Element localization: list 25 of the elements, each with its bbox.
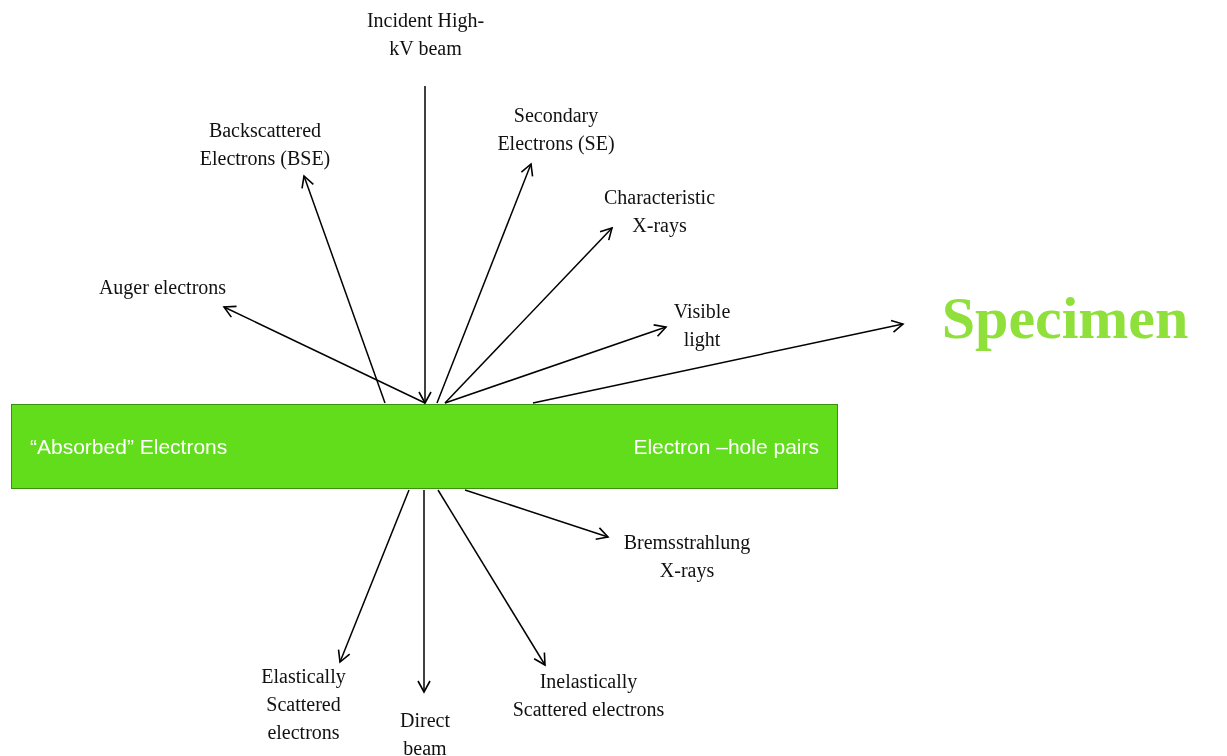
signal-label: Auger electrons [80,273,245,301]
signal-label: Characteristic X-rays [597,183,722,239]
arrow [444,324,667,404]
arrow [301,175,386,404]
arrow [464,489,609,541]
signal-label: Direct beam [385,706,465,756]
arrow [223,305,426,404]
arrow [437,489,546,666]
signal-label: Bremsstrahlung X-rays [617,528,757,584]
signal-label: Inelastically Scattered electrons [506,667,671,723]
arrow [532,319,904,404]
bar-label: “Absorbed” Electrons [30,433,228,460]
arrow [418,85,432,404]
arrow [337,489,410,663]
bar-label: Electron –hole pairs [633,433,819,460]
arrow [436,163,534,404]
signal-label: Incident High-kV beam [358,6,493,62]
specimen-bar [11,404,838,489]
signal-label: Secondary Electrons (SE) [476,101,636,157]
arrow [444,227,613,404]
specimen-title: Specimen [905,283,1225,353]
arrow [417,489,431,693]
signal-label: Backscattered Electrons (BSE) [180,116,350,172]
signal-label: Visible light [662,297,742,353]
signal-label: Elastically Scattered electrons [246,662,361,746]
